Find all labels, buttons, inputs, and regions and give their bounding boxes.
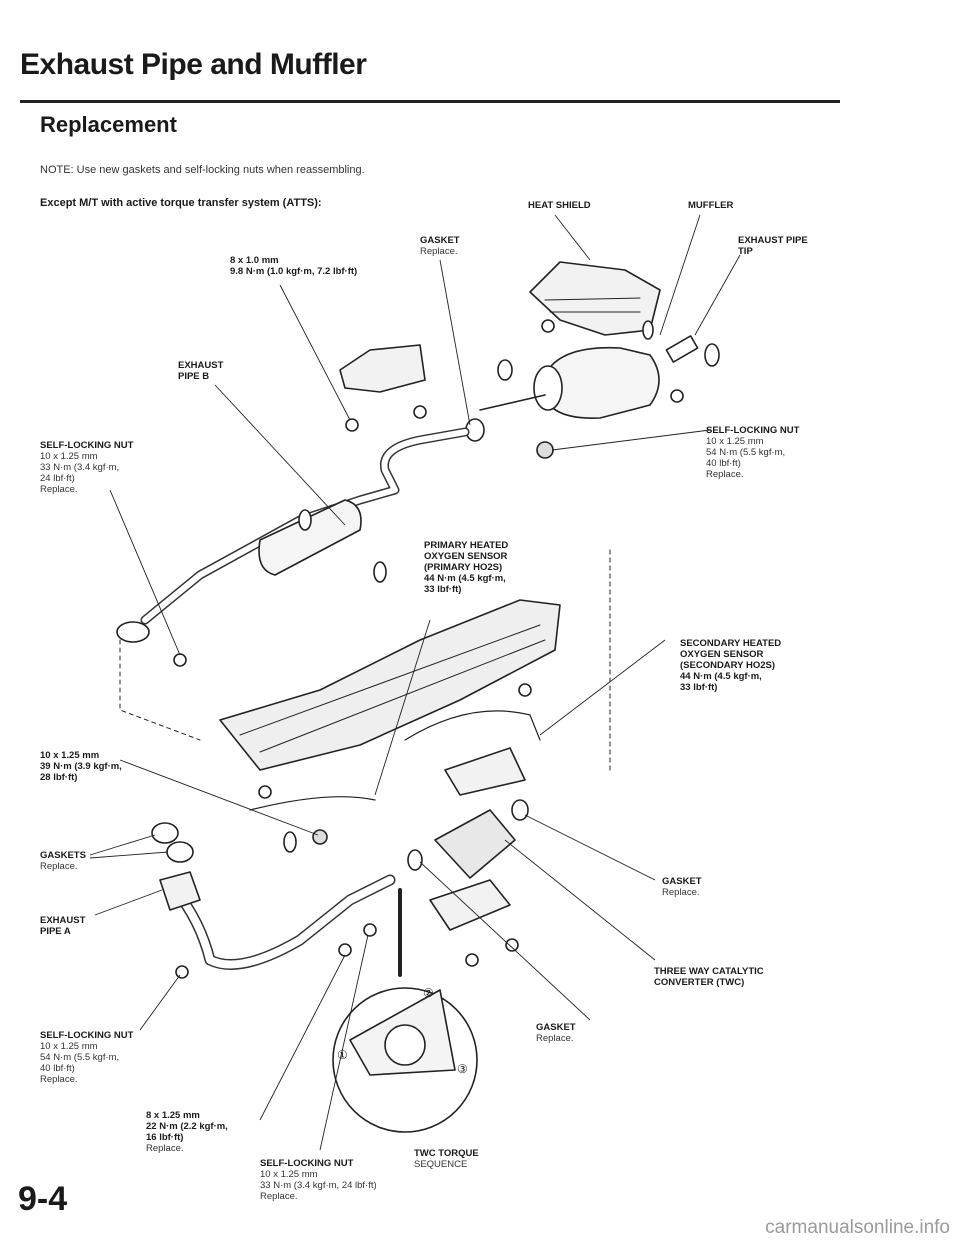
torque-seq-1: ① [337,1048,348,1062]
label-muffler: MUFFLER [688,200,734,211]
label-exhaust-pipe-tip: EXHAUST PIPE TIP [738,235,808,257]
title-rule [20,100,840,103]
label-twc: THREE WAY CATALYTIC CONVERTER (TWC) [654,966,764,988]
label-bolt-10x125: 10 x 1.25 mm 39 N·m (3.9 kgf·m, 28 lbf·f… [40,750,122,783]
label-primary-ho2s: PRIMARY HEATED OXYGEN SENSOR (PRIMARY HO… [424,540,509,595]
label-exhaust-pipe-a: EXHAUST PIPE A [40,915,86,937]
label-bolt-8x10: 8 x 1.0 mm 9.8 N·m (1.0 kgf·m, 7.2 lbf·f… [230,255,358,277]
twc-lower-shield [429,879,511,931]
footer-watermark[interactable]: carmanualsonline.info [765,1217,950,1238]
reassembly-note: NOTE: Use new gaskets and self-locking n… [40,164,365,176]
pipe-b-bracket [339,344,426,393]
page-number: 9-4 [18,1180,68,1218]
label-secondary-ho2s: SECONDARY HEATED OXYGEN SENSOR (SECONDAR… [680,638,782,693]
twc-upper-shield [444,747,526,796]
page-title: Exhaust Pipe and Muffler [20,48,367,81]
label-bolt-8x125: 8 x 1.25 mm 22 N·m (2.2 kgf·m, 16 lbf·ft… [146,1110,228,1154]
section-title: Replacement [40,112,177,137]
label-heat-shield: HEAT SHIELD [528,200,591,211]
torque-seq-2: ② [423,986,434,1000]
torque-seq-3: ③ [457,1062,468,1076]
resonator [258,499,362,576]
muffler [544,346,660,419]
three-way-catalytic-converter [434,809,516,879]
center-heat-shield [219,599,561,771]
exhaust-pipe-tip [665,335,699,363]
pipe-a-flange [159,871,201,911]
label-exhaust-pipe-b: EXHAUST PIPE B [178,360,224,382]
applicability-condition: Except M/T with active torque transfer s… [40,197,322,209]
